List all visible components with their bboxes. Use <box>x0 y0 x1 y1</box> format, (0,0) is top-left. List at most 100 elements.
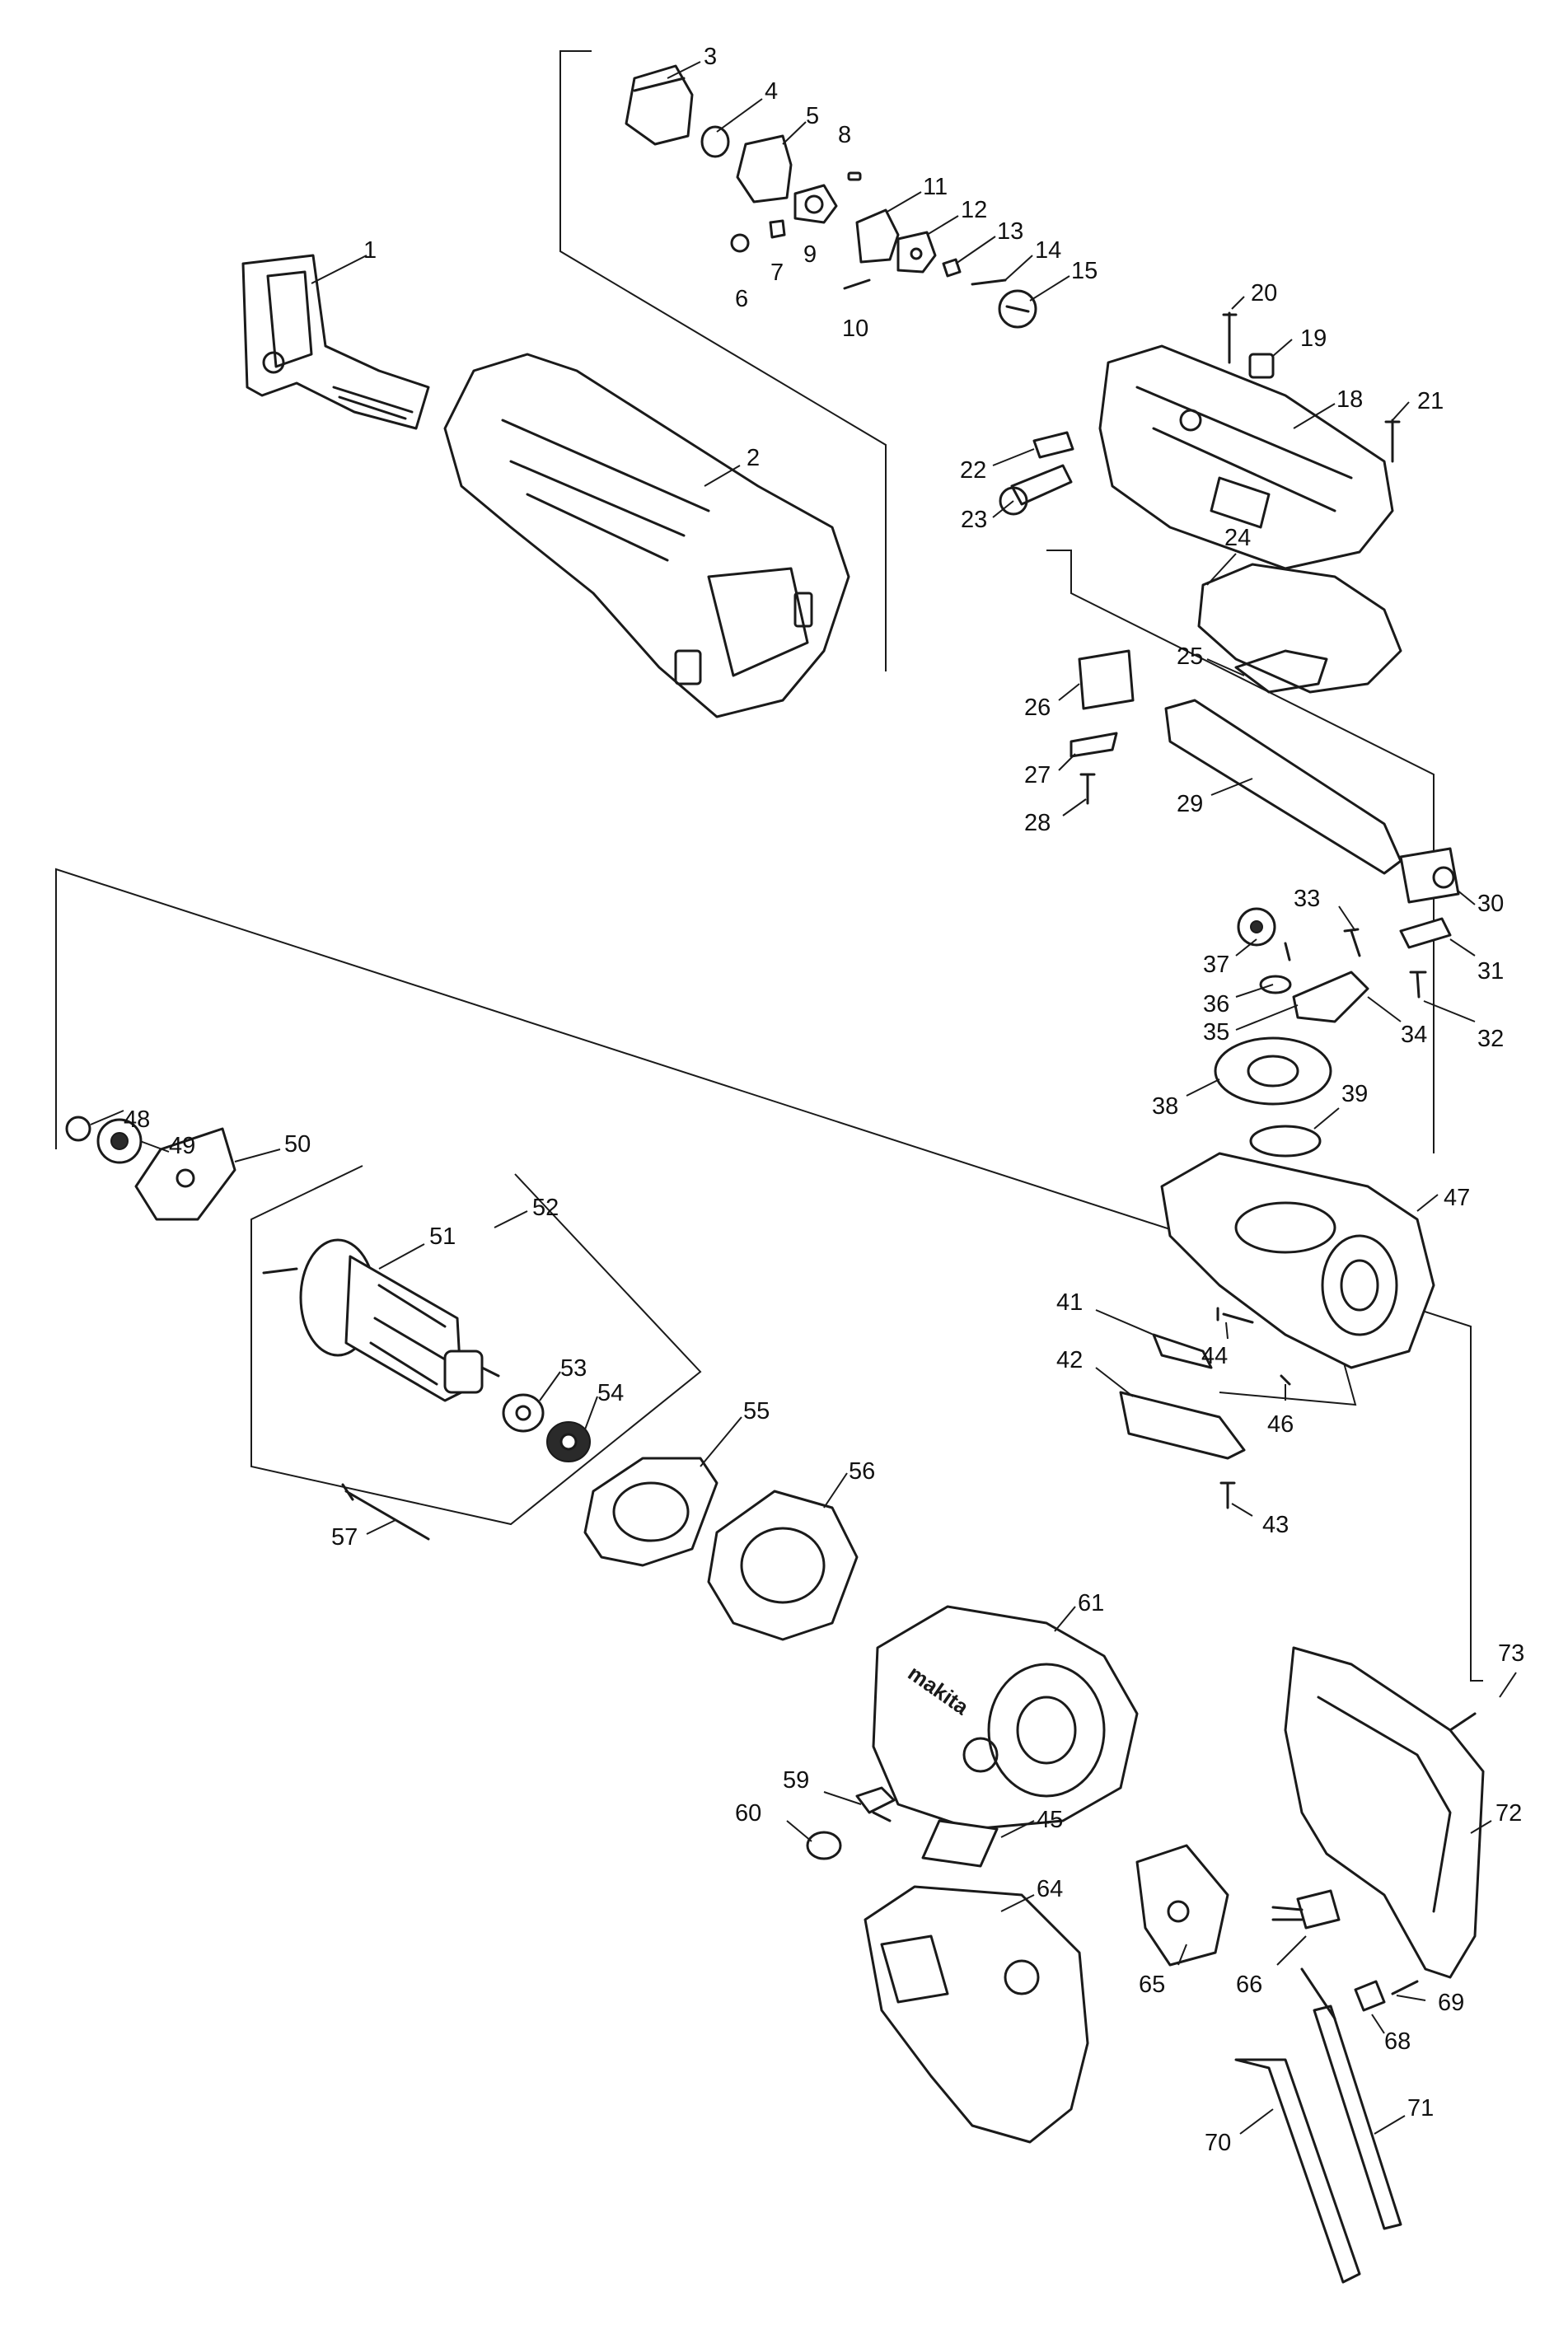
callout-7: 7 <box>770 260 784 286</box>
callout-label: 23 <box>961 507 987 533</box>
callout-label: 51 <box>429 1223 456 1250</box>
callout-label: 11 <box>923 174 948 200</box>
callout-60: 60 <box>735 1800 812 1842</box>
part-fan-baffle-and-field <box>583 1457 859 1641</box>
callout-27: 27 <box>1024 753 1076 788</box>
callout-52: 52 <box>494 1195 559 1228</box>
callout-label: 32 <box>1477 1026 1504 1052</box>
callout-44: 44 <box>1201 1322 1229 1369</box>
callout-label: 64 <box>1037 1876 1063 1902</box>
callout-72: 72 <box>1470 1800 1522 1834</box>
callout-39: 39 <box>1313 1081 1368 1130</box>
callout-56: 56 <box>823 1458 875 1509</box>
callout-73: 73 <box>1498 1640 1524 1698</box>
callout-label: 27 <box>1024 762 1051 788</box>
callout-label: 50 <box>284 1131 311 1158</box>
callout-32: 32 <box>1423 1000 1504 1052</box>
callout-45: 45 <box>1000 1807 1063 1838</box>
callout-label: 36 <box>1203 991 1229 1017</box>
callout-label: 61 <box>1078 1590 1104 1616</box>
callout-11: 11 <box>885 174 948 213</box>
callout-label: 30 <box>1477 891 1504 917</box>
callout-12: 12 <box>926 197 987 236</box>
callout-label: 22 <box>960 457 986 484</box>
callout-label: 73 <box>1498 1640 1524 1667</box>
callout-label: 45 <box>1037 1807 1063 1833</box>
callout-9: 9 <box>803 241 817 268</box>
callout-15: 15 <box>1029 258 1098 302</box>
callout-2: 2 <box>704 445 760 487</box>
callout-55: 55 <box>700 1398 770 1467</box>
callout-13: 13 <box>955 218 1023 264</box>
callout-label: 9 <box>803 241 817 268</box>
callout-label: 44 <box>1201 1343 1228 1369</box>
part-blade-clamp-group <box>625 64 1037 329</box>
callout-31: 31 <box>1449 938 1504 985</box>
callout-41: 41 <box>1056 1289 1154 1336</box>
callout-22: 22 <box>960 448 1035 484</box>
callout-label: 68 <box>1384 2028 1411 2055</box>
callout-26: 26 <box>1024 683 1080 721</box>
callout-label: 57 <box>331 1524 358 1551</box>
callout-label: 59 <box>783 1767 809 1794</box>
callout-label: 34 <box>1401 1022 1427 1048</box>
callout-label: 25 <box>1177 643 1203 670</box>
callout-label: 20 <box>1251 280 1277 306</box>
callout-42: 42 <box>1056 1347 1134 1397</box>
callout-label: 47 <box>1444 1185 1470 1211</box>
callout-label: 24 <box>1224 525 1251 551</box>
callout-47: 47 <box>1416 1185 1470 1212</box>
callout-label: 38 <box>1152 1093 1178 1120</box>
callout-20: 20 <box>1231 280 1277 310</box>
callout-label: 3 <box>704 44 717 70</box>
callout-51: 51 <box>378 1223 456 1270</box>
callout-label: 21 <box>1417 388 1444 414</box>
part-gear-housing-upper <box>999 311 1401 570</box>
part-crank-group <box>1214 907 1452 1158</box>
callout-label: 69 <box>1438 1990 1464 2016</box>
part-motor-housing: makita <box>806 1605 1139 1868</box>
callout-label: 39 <box>1341 1081 1368 1107</box>
callout-label: 7 <box>770 260 784 286</box>
callout-29: 29 <box>1177 778 1253 817</box>
callout-18: 18 <box>1293 386 1363 429</box>
callout-70: 70 <box>1205 2108 1274 2156</box>
callout-61: 61 <box>1054 1590 1104 1632</box>
callout-label: 12 <box>961 197 987 223</box>
callout-label: 66 <box>1236 1972 1262 1998</box>
callout-23: 23 <box>961 500 1014 533</box>
part-handle-set-right <box>1284 1646 1485 1979</box>
callout-8: 8 <box>838 122 851 148</box>
callout-33: 33 <box>1294 886 1356 932</box>
callout-label: 29 <box>1177 791 1203 817</box>
callout-54: 54 <box>584 1380 624 1430</box>
callout-64: 64 <box>1000 1876 1063 1912</box>
callout-65: 65 <box>1139 1944 1187 1998</box>
callout-5: 5 <box>782 103 819 145</box>
callout-label: 54 <box>597 1380 624 1406</box>
callout-6: 6 <box>735 286 748 312</box>
callout-25: 25 <box>1177 643 1245 676</box>
callout-label: 10 <box>842 316 868 342</box>
callout-19: 19 <box>1272 325 1327 357</box>
callout-57: 57 <box>331 1519 396 1551</box>
callout-label: 1 <box>363 237 377 264</box>
part-blade-shoe <box>241 254 430 430</box>
callout-label: 15 <box>1071 258 1098 284</box>
part-gear-housing-cover <box>443 353 850 718</box>
callout-label: 8 <box>838 122 851 148</box>
callout-label: 37 <box>1203 952 1229 978</box>
callout-label: 53 <box>560 1355 587 1382</box>
callout-36: 36 <box>1203 984 1274 1017</box>
callout-10: 10 <box>842 316 868 342</box>
callout-43: 43 <box>1231 1503 1289 1538</box>
part-gear-housing <box>1119 1152 1435 1509</box>
callout-label: 14 <box>1035 237 1061 264</box>
callout-1: 1 <box>311 237 377 284</box>
callout-35: 35 <box>1203 1004 1299 1046</box>
callout-label: 42 <box>1056 1347 1083 1373</box>
callout-label: 31 <box>1477 958 1504 985</box>
callout-4: 4 <box>716 78 778 133</box>
callout-label: 6 <box>735 286 748 312</box>
